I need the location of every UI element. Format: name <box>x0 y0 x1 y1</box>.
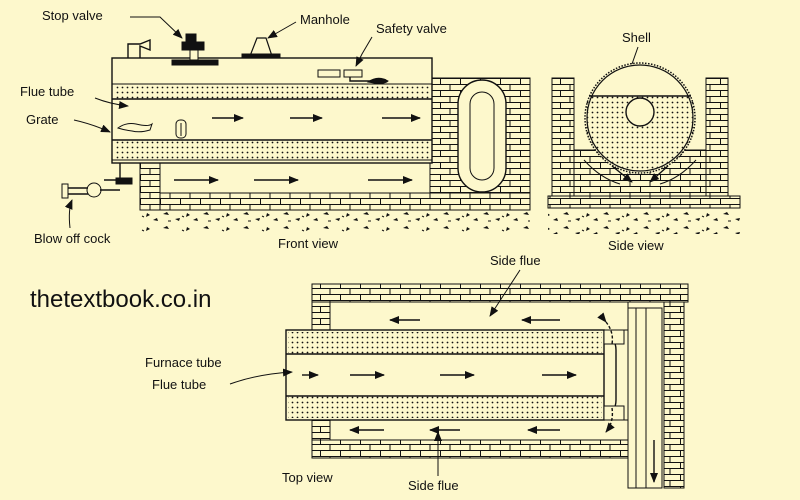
brick-pier-left <box>551 77 575 197</box>
grate-icon <box>116 119 187 139</box>
grate-label: Grate <box>26 112 59 127</box>
ground-side <box>548 208 740 234</box>
shell-label: Shell <box>622 30 651 45</box>
brick-wall-bottom <box>311 439 629 459</box>
front-flow-arrows <box>174 114 421 184</box>
top-view-caption: Top view <box>282 470 333 485</box>
brick-pier-right <box>705 77 729 197</box>
water-layer-bottom <box>114 140 430 160</box>
stop-valve-label: Stop valve <box>42 8 103 23</box>
water-top-plan-upper <box>288 332 602 354</box>
front-view <box>61 33 531 232</box>
ground-front <box>140 210 530 232</box>
blow-off-cock-icon <box>61 163 133 199</box>
furnace-tube-label: Furnace tube <box>145 355 222 370</box>
brick-wall-left <box>139 162 161 211</box>
stop-valve-icon <box>171 33 219 66</box>
side-flue-label-top: Side flue <box>490 253 541 268</box>
brick-wall-top <box>311 283 689 303</box>
feed-pipe-icon <box>127 38 151 58</box>
end-flue-inner <box>469 91 495 181</box>
side-view <box>547 62 741 234</box>
side-flue-label-bottom: Side flue <box>408 478 459 493</box>
manhole-icon <box>241 37 281 59</box>
side-flue-passage-top <box>329 301 629 331</box>
water-top-plan-lower <box>288 396 602 418</box>
brick-wall-right-top <box>663 301 685 489</box>
safety-valve-icon <box>317 69 389 84</box>
water-layer-top <box>114 84 430 99</box>
front-view-caption: Front view <box>278 236 339 251</box>
brick-base-side <box>547 195 741 209</box>
brick-stub-top-left <box>311 301 331 331</box>
side-view-caption: Side view <box>608 238 664 253</box>
top-view <box>285 283 689 489</box>
manhole-label: Manhole <box>300 12 350 27</box>
main-flue-channel <box>627 307 663 489</box>
brick-floor-front <box>159 192 531 211</box>
flue-tube-circle <box>625 97 655 127</box>
blow-off-cock-label: Blow off cock <box>34 231 111 246</box>
flue-tube-label-front: Flue tube <box>20 84 74 99</box>
watermark-text: thetextbook.co.in <box>30 286 211 313</box>
water-region-side <box>584 96 696 172</box>
safety-valve-label: Safety valve <box>376 21 447 36</box>
brick-stub-bottom-left <box>311 419 331 441</box>
bottom-flue-passage <box>159 162 431 194</box>
flue-tube-label-top: Flue tube <box>152 377 206 392</box>
